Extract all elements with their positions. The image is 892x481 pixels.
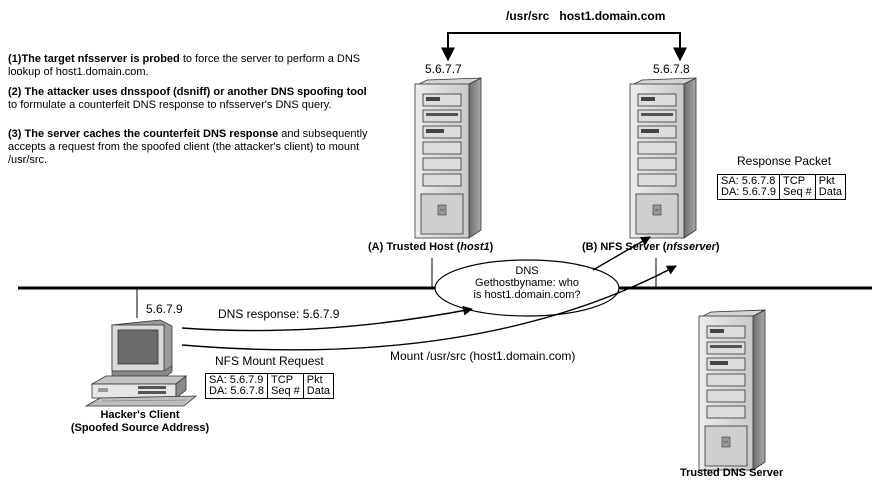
mount-pkt: Pkt — [306, 374, 323, 386]
step-3-bold: (3) The server caches the counterfeit DN… — [8, 128, 279, 140]
response-da: DA: 5.6.7.9 — [721, 186, 777, 198]
step-3: (3) The server caches the counterfeit DN… — [8, 128, 378, 167]
nfs-server-label: (B) NFS Server (nfsserver) — [582, 241, 720, 254]
nfs-server-ip: 5.6.7.8 — [653, 62, 690, 76]
trusted-host-server-icon — [414, 77, 482, 239]
step-2: (2) The attacker uses dnsspoof (dsniff) … — [8, 86, 378, 112]
response-seq: Seq # — [783, 186, 812, 198]
mount-request-arrow — [181, 265, 677, 351]
dns-query-bubble — [434, 259, 620, 317]
step-3-text: and subsequently accepts a request from … — [8, 128, 368, 166]
trusted-host-suffix: ) — [489, 241, 494, 253]
nfs-export-bracket — [441, 32, 687, 62]
dns-bubble-text: DNS Gethostbyname: who is host1.domain.c… — [435, 265, 619, 301]
nfs-server-icon — [629, 77, 697, 239]
export-dir: /usr/src — [506, 9, 550, 23]
dns-response-arrow — [181, 305, 473, 332]
hackers-client-note: (Spoofed Source Address) — [70, 422, 210, 434]
trusted-host-name: host1 — [460, 241, 490, 253]
step-1-text: to force the server to perform a DNS loo… — [8, 53, 361, 78]
response-packet-title: Response Packet — [737, 154, 832, 168]
mount-da: DA: 5.6.7.8 — [209, 385, 265, 397]
step-2-text: to formulate a counterfeit DNS response … — [8, 99, 332, 111]
nfs-server-prefix: (B) NFS Server ( — [582, 241, 667, 253]
mount-proto: TCP — [271, 374, 294, 386]
response-pkt: Pkt — [818, 175, 835, 187]
dns-query-arrow — [592, 236, 651, 271]
hackers-client-name: Hacker's Client — [100, 409, 180, 421]
trusted-host-prefix: (A) Trusted Host ( — [368, 241, 461, 253]
response-data: Data — [818, 186, 843, 198]
trusted-dns-server-label: Trusted DNS Server — [680, 467, 784, 479]
dns-bubble-title: DNS — [515, 265, 539, 277]
trusted-dns-server-icon — [698, 309, 766, 471]
mount-data: Data — [306, 385, 331, 397]
step-1: (1)The target nfsserver is probed to for… — [8, 53, 378, 79]
dns-bubble-line2: is host1.domain.com? — [473, 289, 581, 301]
mount-seq: Seq # — [271, 385, 300, 397]
export-host: host1.domain.com — [559, 9, 666, 23]
hackers-client-label: Hacker's Client (Spoofed Source Address) — [50, 409, 230, 435]
mount-request-label: Mount /usr/src (host1.domain.com) — [390, 349, 576, 363]
nfs-server-name: nfsserver — [666, 241, 716, 253]
mount-sa: SA: 5.6.7.9 — [209, 374, 264, 386]
client-ip: 5.6.7.9 — [146, 302, 183, 316]
trusted-host-label: (A) Trusted Host (host1) — [368, 241, 493, 254]
nfs-server-suffix: ) — [715, 241, 720, 253]
attack-steps: (1)The target nfsserver is probed to for… — [8, 53, 378, 174]
step-2-bold: (2) The attacker uses dnsspoof (dsniff) … — [8, 86, 367, 98]
export-path-label: /usr/src host1.domain.com — [506, 10, 665, 23]
dns-bubble-line1: Gethostbyname: who — [475, 277, 579, 289]
trusted-host-ip: 5.6.7.7 — [425, 62, 462, 76]
response-sa: SA: 5.6.7.8 — [721, 175, 776, 187]
nfs-mount-title: NFS Mount Request — [215, 354, 324, 368]
response-proto: TCP — [783, 175, 806, 187]
dns-response-label: DNS response: 5.6.7.9 — [218, 307, 340, 321]
hackers-client-computer-icon — [84, 319, 198, 407]
step-1-bold: (1)The target nfsserver is probed — [8, 53, 180, 65]
